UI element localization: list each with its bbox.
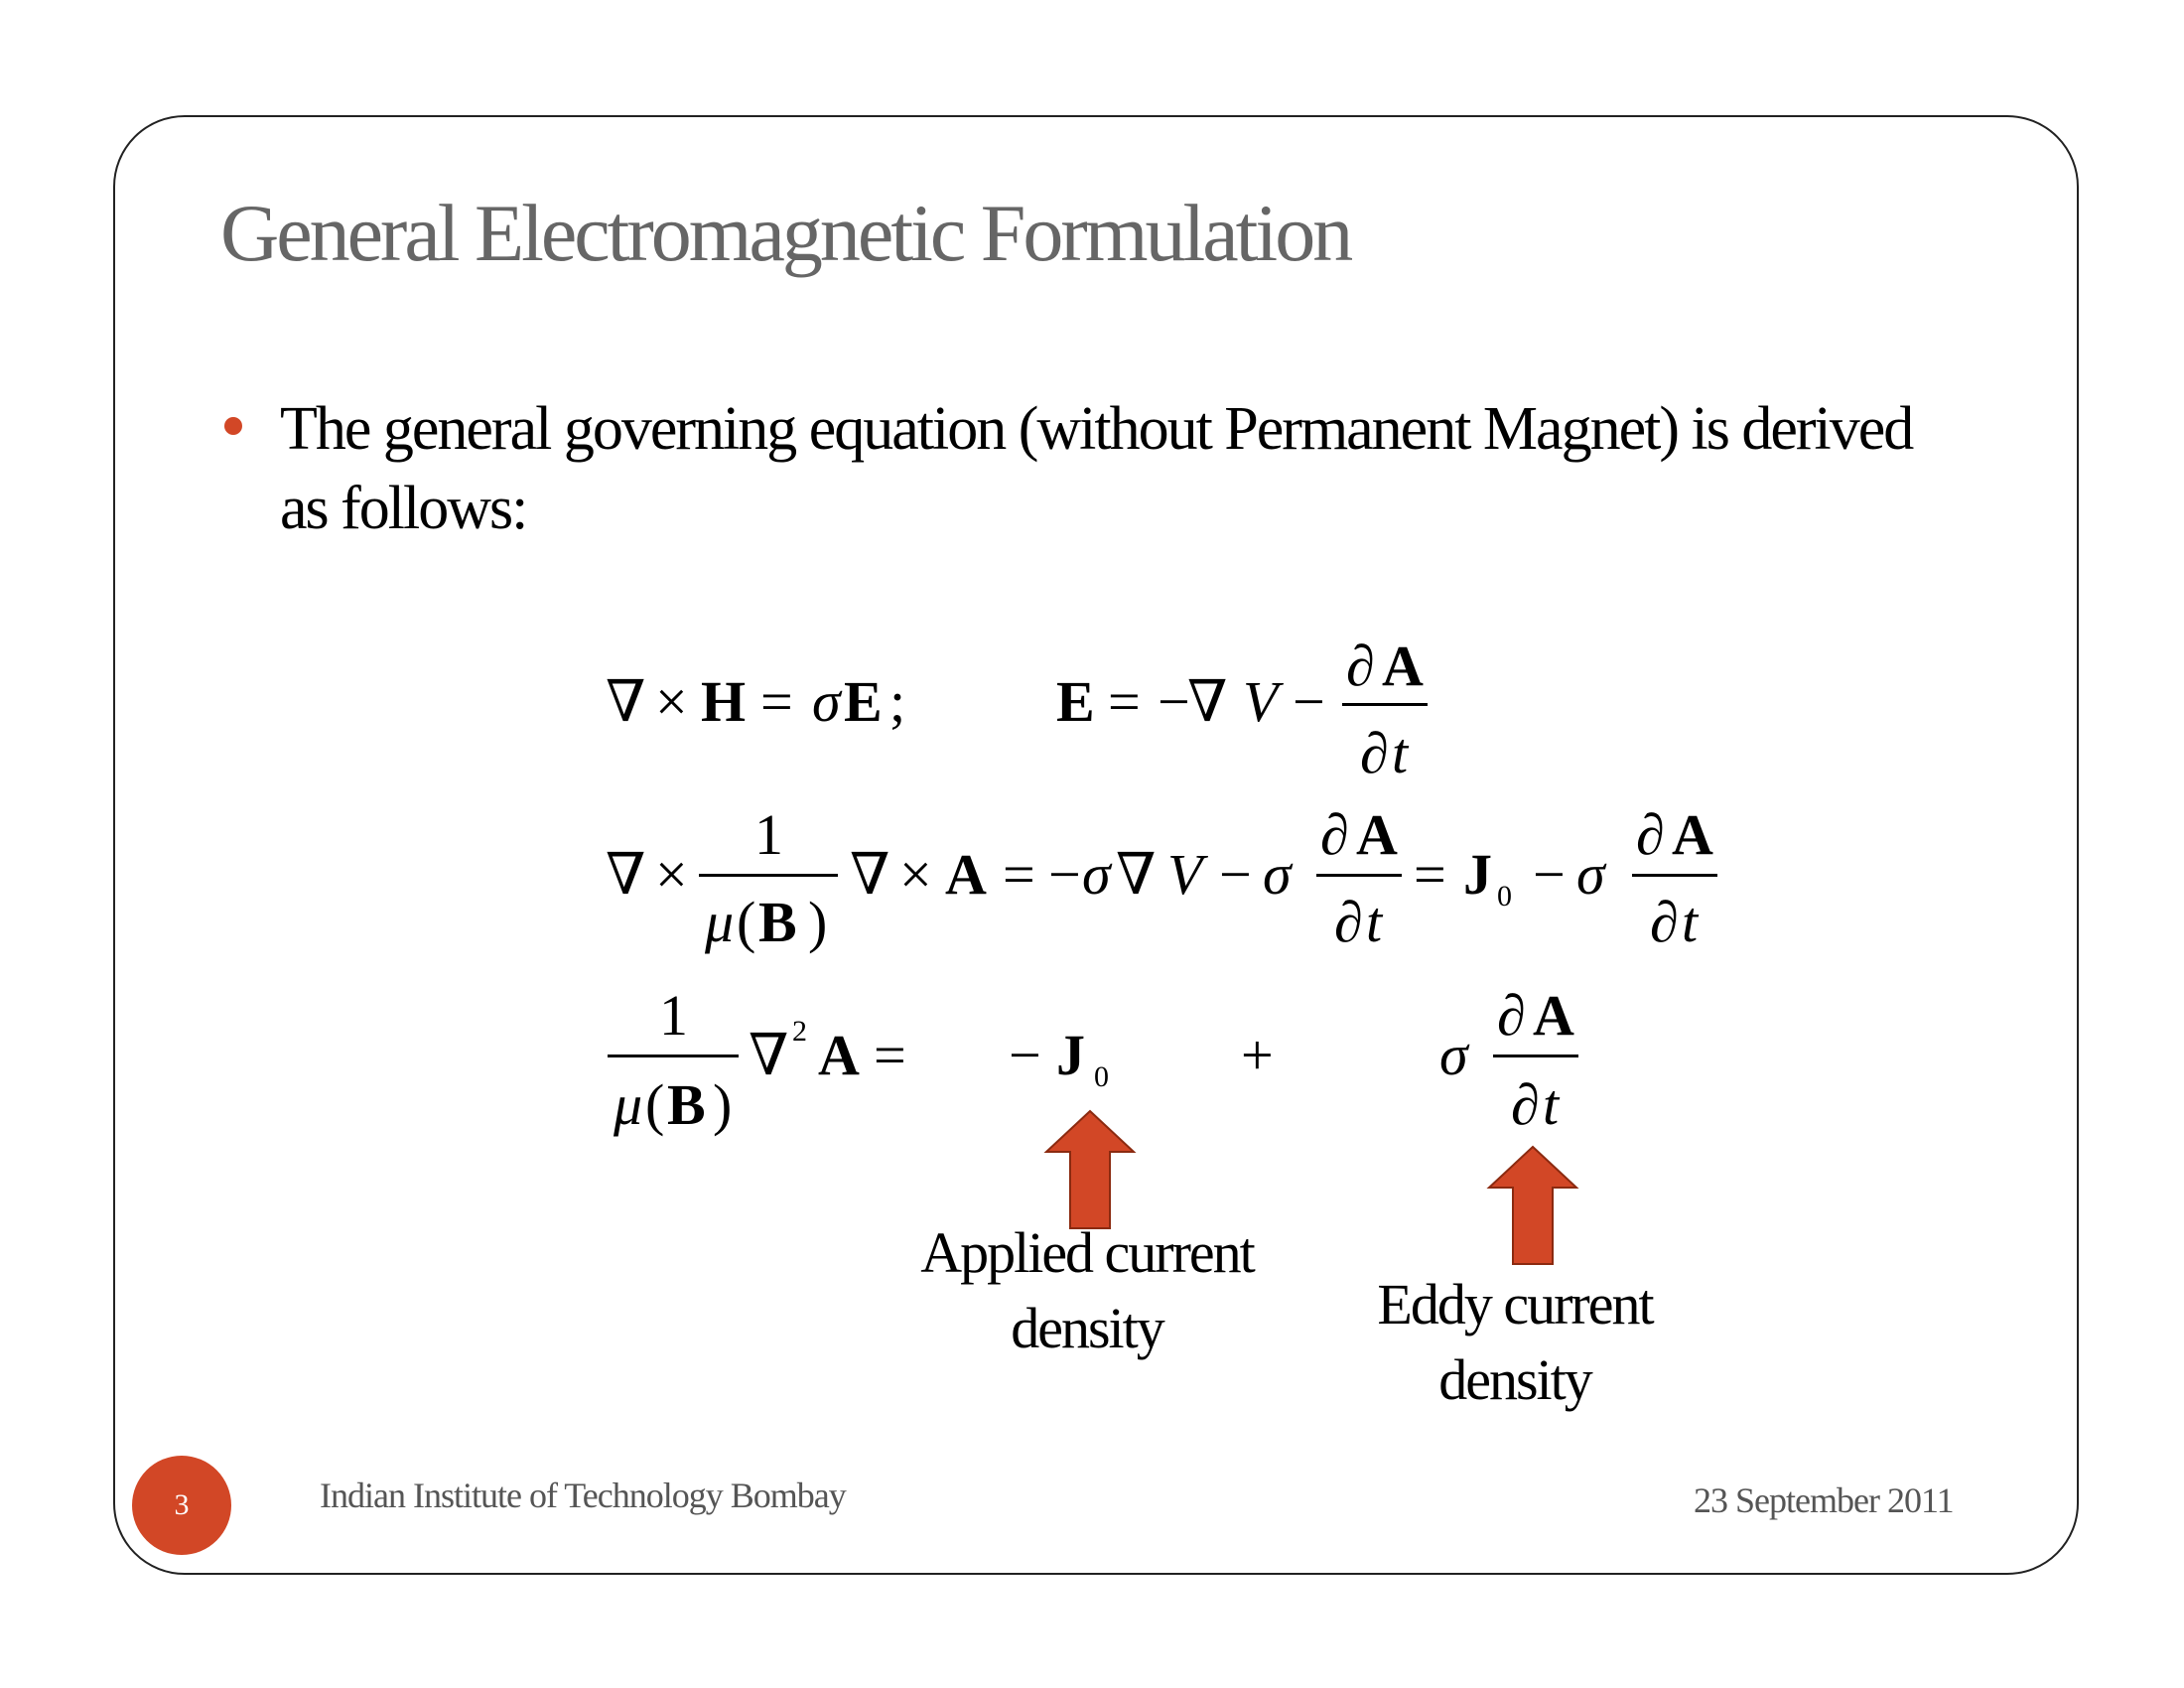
eq2-a-num-2: A — [1672, 802, 1713, 867]
eq2-partial-num: ∂ — [1320, 802, 1349, 867]
eq1-t-den: t — [1392, 721, 1409, 785]
slide-title: General Electromagnetic Formulation — [220, 188, 1353, 278]
eq2-sigma-3: σ — [1576, 842, 1605, 907]
slide-frame — [113, 115, 2079, 1575]
eq1-partial-num: ∂ — [1346, 633, 1375, 698]
applied-current-arrow-icon — [1043, 1109, 1137, 1229]
eq1-sigma: σ — [812, 669, 841, 734]
eq3-partial-den: ∂ — [1511, 1072, 1540, 1137]
eq3-fraction-bar-1 — [608, 1055, 739, 1057]
eq2-a: A — [945, 842, 987, 907]
eq2-j-subscript: 0 — [1497, 880, 1512, 913]
eq2-b: B — [758, 890, 797, 954]
eq1-semicolon: ; — [889, 669, 906, 734]
eq3-superscript: 2 — [792, 1015, 807, 1048]
eq3-one: 1 — [659, 983, 688, 1048]
page-number-badge: 3 — [132, 1456, 231, 1555]
eq1-v: V — [1243, 669, 1279, 734]
eq3-j-subscript: 0 — [1094, 1060, 1109, 1093]
eq2-fraction-bar-1 — [699, 874, 838, 877]
eq3-rparen: ) — [713, 1072, 733, 1137]
eq3-plus: + — [1241, 1023, 1274, 1087]
eq2-a-num: A — [1356, 802, 1398, 867]
eq2-j: J — [1463, 842, 1492, 907]
eq2-partial-den: ∂ — [1334, 890, 1363, 954]
eq1-equals: = — [760, 669, 793, 734]
applied-current-label: Applied current density — [920, 1220, 1256, 1360]
eq3-lparen: ( — [645, 1072, 665, 1137]
eq2-times: × — [655, 842, 688, 907]
eq3-fraction-bar-2 — [1493, 1055, 1578, 1057]
eddy-current-arrow-icon — [1486, 1145, 1579, 1265]
eq1-a-num: A — [1382, 633, 1424, 698]
eq2-one: 1 — [754, 802, 783, 867]
eq3-a: A — [818, 1023, 860, 1087]
eddy-current-label: Eddy current density — [1377, 1272, 1654, 1412]
eq2-minus-3: − — [1533, 842, 1566, 907]
eq1-h: H — [701, 669, 747, 734]
eq1-e-lhs: E — [1056, 669, 1095, 734]
eq1-times: × — [655, 669, 688, 734]
eq1-equals-2: = — [1108, 669, 1141, 734]
eq2-nabla-3: ∇ — [1116, 842, 1157, 907]
eq2-v: V — [1167, 842, 1203, 907]
eq2-partial-den-2: ∂ — [1650, 890, 1679, 954]
eq1-nabla-2: ∇ — [1187, 669, 1228, 734]
eq2-minus-2: − — [1219, 842, 1252, 907]
eq2-t-den: t — [1366, 890, 1383, 954]
eq2-minus: − — [1048, 842, 1081, 907]
eq3-j: J — [1056, 1023, 1085, 1087]
eq1-minus-2: − — [1293, 669, 1325, 734]
eq2-mu: μ — [705, 890, 735, 954]
footer-institution: Indian Institute of Technology Bombay — [320, 1476, 847, 1515]
eq1-e: E — [844, 669, 883, 734]
eq3-minus: − — [1009, 1023, 1041, 1087]
eq2-lparen: ( — [737, 890, 756, 954]
eq3-b: B — [667, 1072, 706, 1137]
eq2-equals: = — [1003, 842, 1035, 907]
eq3-equals: = — [874, 1023, 906, 1087]
eq1-minus: − — [1158, 669, 1190, 734]
eq2-times-2: × — [899, 842, 932, 907]
eq3-a-num: A — [1533, 983, 1574, 1048]
eq3-sigma: σ — [1439, 1023, 1468, 1087]
eq2-nabla-2: ∇ — [850, 842, 890, 907]
bullet-text: The general governing equation (without … — [280, 395, 1914, 542]
eq3-nabla: ∇ — [749, 1023, 789, 1087]
eq2-sigma: σ — [1082, 842, 1111, 907]
eq2-fraction-bar-3 — [1632, 874, 1717, 877]
eq2-nabla: ∇ — [606, 842, 646, 907]
eq2-rparen: ) — [808, 890, 828, 954]
eq2-sigma-2: σ — [1263, 842, 1292, 907]
eq2-t-den-2: t — [1682, 890, 1699, 954]
eq2-fraction-bar-2 — [1316, 874, 1402, 877]
eq2-equals-2: = — [1414, 842, 1446, 907]
eq3-t-den: t — [1543, 1072, 1560, 1137]
bullet-dot-icon — [224, 417, 242, 435]
eq1-nabla: ∇ — [606, 669, 646, 734]
eq3-mu: μ — [614, 1072, 643, 1137]
eq1-partial-den: ∂ — [1360, 721, 1389, 785]
eq3-partial-num: ∂ — [1497, 983, 1526, 1048]
footer-date: 23 September 2011 — [1694, 1480, 1955, 1520]
eq2-partial-num-2: ∂ — [1636, 802, 1665, 867]
eq1-fraction-bar — [1342, 703, 1428, 706]
